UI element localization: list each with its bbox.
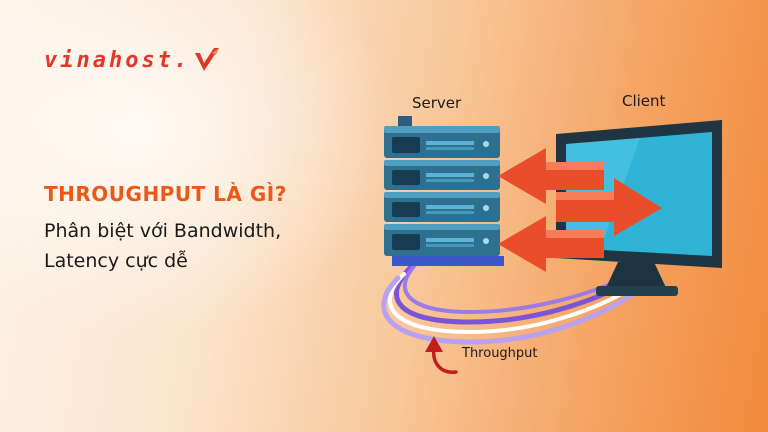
server-rack-icon bbox=[384, 116, 504, 266]
vinahost-logo: vinahost. bbox=[44, 44, 222, 76]
client-label: Client bbox=[622, 92, 666, 110]
curved-arrow-icon bbox=[425, 336, 458, 374]
throughput-label: Throughput bbox=[462, 346, 538, 361]
throughput-wave bbox=[381, 262, 639, 345]
logo-check-icon bbox=[195, 48, 220, 71]
headline: THROUGHPUT LÀ GÌ? bbox=[44, 182, 287, 206]
subtitle-line-2: Latency cực dễ bbox=[44, 250, 188, 272]
server-label: Server bbox=[412, 94, 462, 112]
logo-text: vinahost. bbox=[44, 47, 191, 73]
arrow-left-icon bbox=[498, 216, 604, 272]
arrow-right-icon bbox=[556, 178, 662, 236]
arrow-left-icon bbox=[498, 148, 604, 204]
subtitle-line-1: Phân biệt với Bandwidth, bbox=[44, 220, 282, 242]
